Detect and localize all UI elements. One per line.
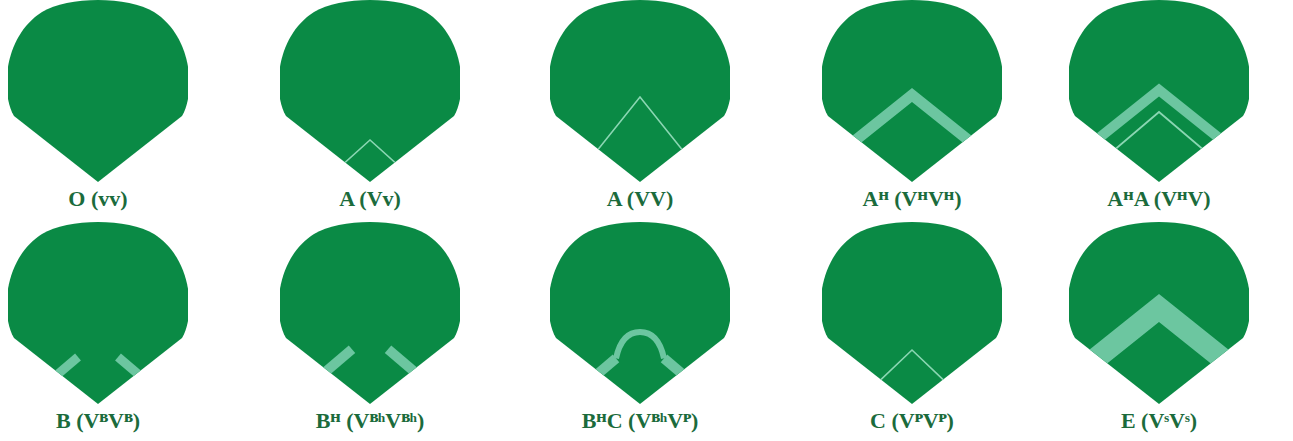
- leaf-mark: [1069, 308, 1249, 404]
- genotype-label: A (Vv): [339, 186, 401, 212]
- genotype-label: O (vv): [68, 186, 127, 212]
- leaf-mark: [280, 140, 460, 182]
- leaf-mark: [822, 95, 1002, 182]
- leaf-marks: [878, 350, 946, 382]
- leaf-shape: [550, 222, 730, 404]
- genotype-label: AᴴA (VᴴV): [1107, 186, 1210, 212]
- leaf-marks: [822, 95, 1002, 182]
- genotype-label: Bᴴ (VᴮʰVᴮʰ): [316, 408, 425, 434]
- leaf-figure: E (VˢVˢ): [1029, 222, 1289, 434]
- leaf-shape: [1069, 222, 1249, 404]
- leaf-shape: [1069, 0, 1249, 182]
- leaf-shape: [822, 0, 1002, 182]
- leaf-shape: [822, 222, 1002, 404]
- leaf-shape: [8, 222, 188, 404]
- leaf-figure: A (VV): [510, 0, 770, 212]
- leaf-outline: [550, 0, 730, 182]
- leaf-shape: [280, 222, 460, 404]
- leaf-marks: [550, 97, 730, 182]
- leaf-outline: [280, 222, 460, 404]
- leaf-figure: AᴴA (VᴴV): [1029, 0, 1289, 212]
- leaf-figure: O (vv): [0, 0, 228, 212]
- leaf-mark: [118, 357, 188, 404]
- leaf-figure: A (Vv): [240, 0, 500, 212]
- leaf-outline: [280, 0, 460, 182]
- leaf-shape: [550, 0, 730, 182]
- leaf-marks: [1069, 308, 1249, 404]
- leaf-mark: [664, 358, 730, 404]
- leaf-figure: Bᴴ (VᴮʰVᴮʰ): [240, 222, 500, 434]
- genotype-label: A (VV): [607, 186, 674, 212]
- leaf-marks: [8, 357, 188, 404]
- leaf-mark: [8, 357, 78, 404]
- leaf-mark: [1069, 112, 1249, 182]
- leaf-figure: BᴴC (VᴮʰVᴾ): [510, 222, 770, 434]
- genotype-label: Aᴴ (VᴴVᴴ): [863, 186, 962, 212]
- leaf-marks: [1069, 90, 1249, 182]
- genotype-label: E (VˢVˢ): [1121, 408, 1197, 434]
- leaf-mark: [1069, 90, 1249, 182]
- leaf-mark: [878, 350, 946, 382]
- leaf-marks: [280, 140, 460, 182]
- genotype-label: BᴴC (VᴮʰVᴾ): [582, 408, 699, 434]
- leaf-outline: [8, 0, 188, 182]
- leaf-mark: [550, 358, 616, 404]
- leaf-outline: [550, 222, 730, 404]
- leaf-marks: [280, 349, 460, 404]
- genotype-label: B (VᴮVᴮ): [56, 408, 140, 434]
- leaf-figure: Aᴴ (VᴴVᴴ): [782, 0, 1042, 212]
- leaf-marks: [550, 332, 730, 404]
- leaf-mark: [550, 97, 730, 182]
- leaf-shape: [280, 0, 460, 182]
- leaf-outline: [8, 222, 188, 404]
- leaf-shape: [8, 0, 188, 182]
- leaf-mark: [280, 349, 352, 404]
- leaf-figure: B (VᴮVᴮ): [0, 222, 228, 434]
- genotype-label: C (VᴾVᴾ): [870, 408, 954, 434]
- leaf-mark: [616, 332, 664, 358]
- leaf-figure: C (VᴾVᴾ): [782, 222, 1042, 434]
- leaf-outline: [822, 222, 1002, 404]
- leaf-mark: [388, 349, 460, 404]
